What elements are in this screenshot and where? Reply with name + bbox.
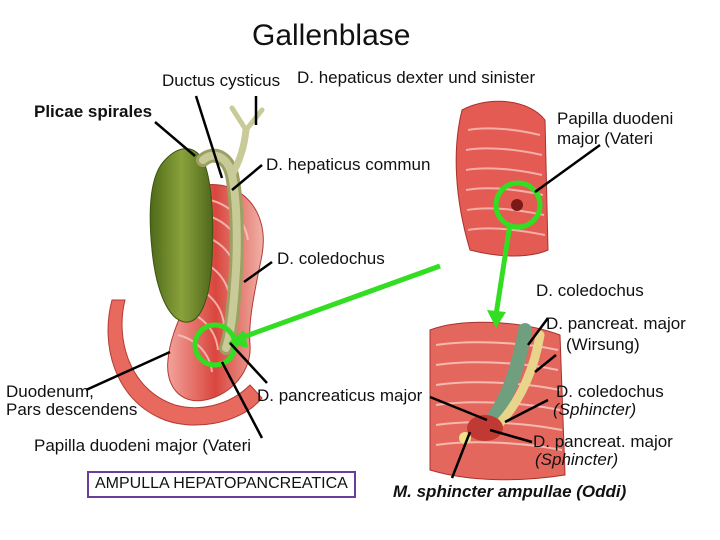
label-hepaticus-commun: D. hepaticus commun [266, 155, 431, 174]
highlight-markers [192, 180, 543, 368]
papilla-highlight-circle-left [192, 322, 238, 368]
label-duodenum-line2: Pars descendens [6, 400, 138, 419]
label-sphincter-oddi: M. sphincter ampullae (Oddi) [393, 482, 627, 501]
label-coledochus-right: D. coledochus [536, 281, 644, 300]
label-ampulla-hepatopancreatica: AMPULLA HEPATOPANCREATICA [87, 471, 356, 498]
papilla-highlight-circle-top [493, 180, 543, 230]
label-duodenum-line1: Duodenum, [6, 382, 94, 401]
label-coledochus-sphincter-line2: (Sphincter) [553, 400, 637, 419]
label-pancreaticus-major: D. pancreaticus major [257, 386, 423, 405]
duodenum-section-top [455, 100, 549, 257]
label-plicae-spirales: Plicae spirales [34, 102, 153, 121]
label-pancreat-sphincter-line1: D. pancreat. major [533, 432, 673, 451]
connector-arrowheads [228, 310, 506, 348]
label-hepaticus-dexter-sinister: D. hepaticus dexter und sinister [297, 68, 536, 87]
leader-lines [85, 95, 601, 479]
label-ductus-cysticus: Ductus cysticus [162, 71, 281, 90]
connector-line-top [493, 223, 513, 316]
label-pancreat-major-line2: (Wirsung) [566, 335, 640, 354]
label-pancreat-major-line1: D. pancreat. major [546, 314, 686, 333]
connector-line-left [234, 263, 441, 343]
label-papilla-bottom: Papilla duodeni major (Vateri [34, 436, 252, 455]
page-title: Gallenblase [252, 19, 411, 52]
bile-ducts [196, 105, 265, 355]
label-pancreat-sphincter-line2: (Sphincter) [535, 450, 619, 469]
label-papilla-top-line2: major (Vateri [557, 129, 654, 148]
gallbladder-illustration [149, 148, 214, 323]
label-coledochus-sphincter-line1: D. coledochus [556, 382, 664, 401]
label-papilla-top-line1: Papilla duodeni [557, 109, 674, 128]
label-coledochus-left: D. coledochus [277, 249, 385, 268]
sphincter-illustration [429, 321, 566, 481]
